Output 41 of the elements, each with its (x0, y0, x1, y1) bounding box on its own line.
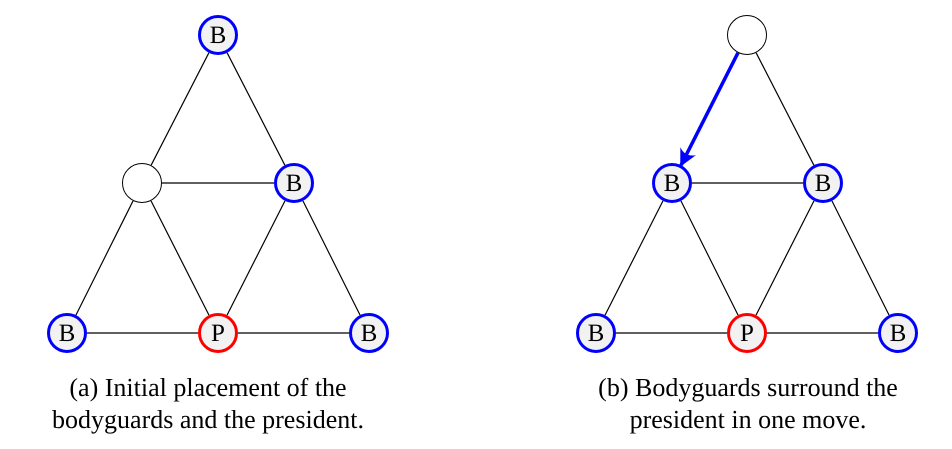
subfigure-caption: (a) Initial placement of the bodyguards and the president. (51, 372, 365, 436)
vertex-circle (878, 313, 918, 353)
vertex-circle (198, 15, 238, 55)
vertex-label: B (890, 320, 906, 346)
graph-edge (150, 52, 210, 166)
graph-edge (150, 200, 210, 316)
graph-edge (604, 200, 664, 316)
vertex-circle (47, 313, 87, 353)
graph-edge (756, 200, 814, 316)
vertex-label: B (814, 170, 832, 196)
vertex-label: P (211, 320, 225, 346)
graph-edge (226, 200, 286, 316)
graph-edge (226, 52, 286, 166)
vertex-circle (803, 163, 843, 203)
vertex-label: B (58, 320, 76, 346)
vertex-label: B (286, 170, 302, 196)
vertex-circle (652, 163, 692, 203)
graph-edge (302, 200, 361, 316)
empty-vertex-circle (727, 15, 767, 55)
graph-edge (238, 332, 349, 334)
graph-edge (831, 200, 890, 316)
graph-edge (767, 332, 878, 334)
graph-edge (756, 52, 814, 166)
graph-edge (162, 182, 274, 184)
vertex-label: B (360, 320, 378, 346)
subfigure-caption: (b) Bodyguards surround the president in one move. (597, 372, 899, 436)
graph-edge (680, 200, 739, 316)
vertex-circle (576, 313, 616, 353)
graph-edge (616, 332, 727, 334)
vertex-label: B (588, 320, 604, 346)
vertex-circle (274, 163, 314, 203)
graph-edge (87, 332, 198, 334)
empty-vertex-circle (122, 163, 162, 203)
vertex-circle (349, 313, 389, 353)
vertex-label: B (664, 170, 680, 196)
vertex-circle (727, 313, 767, 353)
vertex-circle (198, 313, 238, 353)
graph-edge (692, 182, 803, 184)
vertex-label: P (740, 320, 754, 346)
graph-edge (75, 200, 134, 316)
vertex-label: B (210, 22, 226, 48)
